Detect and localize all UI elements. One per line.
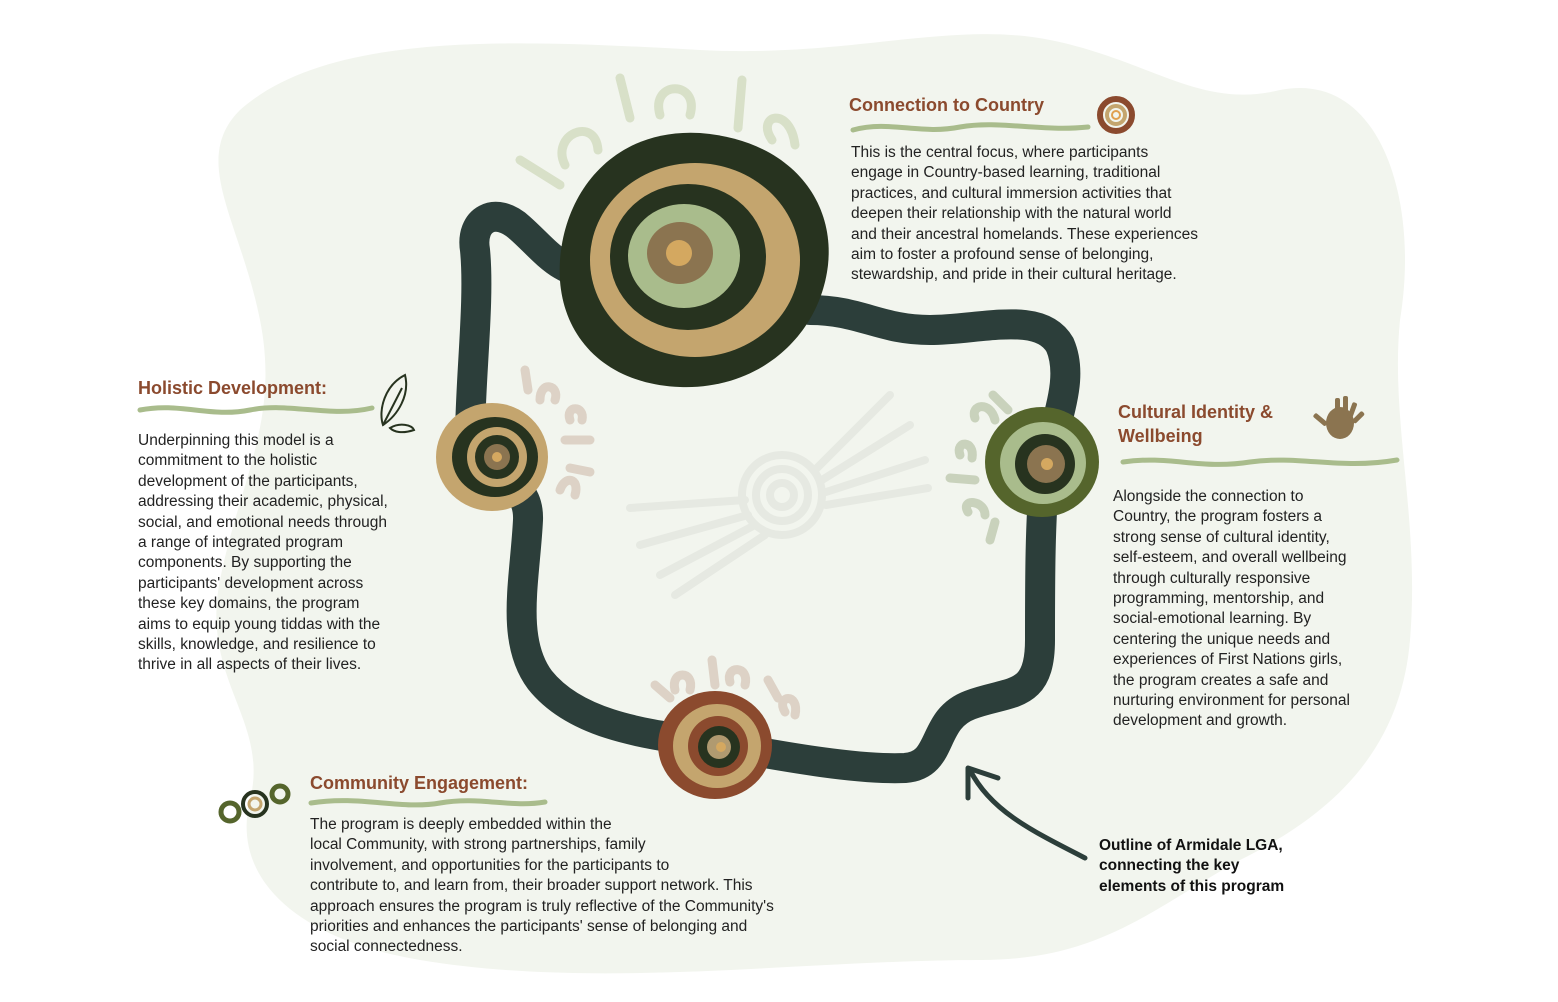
- text-line: Underpinning this model is a: [138, 432, 334, 449]
- text-line: centering the unique needs and: [1113, 630, 1331, 648]
- text-line: participants' development across: [138, 574, 364, 592]
- community-engagement-title: Community Engagement:: [310, 773, 529, 793]
- text-line: development and growth.: [1113, 712, 1288, 730]
- armidale-lga-outline: [455, 201, 1081, 784]
- title-line: Wellbeing: [1118, 426, 1203, 446]
- text-line: connecting the key: [1099, 857, 1240, 875]
- holistic-development-text: Underpinning this model is a commitment t…: [138, 431, 388, 676]
- text-line: social connectedness.: [310, 938, 463, 956]
- faint-sun-motif: [626, 391, 932, 599]
- connection-to-country-text: This is the central focus, where partici…: [851, 143, 1198, 286]
- connection-to-country-circle: [559, 132, 829, 388]
- text-line: local Community, with strong partnership…: [310, 836, 646, 854]
- text-line: a range of integrated program: [138, 534, 344, 552]
- hand-icon: [1313, 396, 1365, 439]
- text-line: commitment to the holistic: [138, 452, 318, 470]
- text-line: priorities and enhances the participants…: [310, 918, 748, 936]
- text-line: social-emotional learning. By: [1113, 610, 1312, 628]
- text-line: involvement, and opportunities for the p…: [310, 856, 670, 874]
- connection-to-country-title: Connection to Country: [849, 95, 1044, 115]
- holistic-development-title: Holistic Development:: [138, 378, 328, 398]
- leaf-icon: [380, 373, 416, 434]
- text-line: elements of this program: [1099, 877, 1285, 895]
- background-blob: [216, 34, 1413, 974]
- text-line: these key domains, the program: [138, 595, 360, 613]
- text-line: engage in Country-based learning, tradit…: [851, 164, 1161, 182]
- u-shape-motifs: [515, 73, 1013, 720]
- text-line: the program creates a safe and: [1113, 671, 1329, 689]
- title-line: Cultural Identity &: [1118, 402, 1274, 422]
- text-line: and their ancestral homelands. These exp…: [851, 225, 1198, 243]
- community-circles-icon: [218, 783, 291, 824]
- text-line: thrive in all aspects of their lives.: [138, 656, 362, 674]
- text-line: The program is deeply embedded within th…: [310, 816, 612, 833]
- text-line: strong sense of cultural identity,: [1113, 528, 1330, 546]
- annotation-arrow: [965, 765, 1088, 861]
- text-line: skills, knowledge, and resilience to: [138, 636, 376, 654]
- text-line: aim to foster a profound sense of belong…: [851, 246, 1154, 264]
- text-line: nurturing environment for personal: [1113, 692, 1350, 710]
- text-line: Country, the program fosters a: [1113, 508, 1323, 526]
- text-line: social, and emotional needs through: [138, 513, 388, 531]
- text-line: through culturally responsive: [1113, 569, 1311, 587]
- armidale-annotation: Outline of Armidale LGA, connecting the k…: [1099, 836, 1284, 897]
- text-line: approach ensures the program is truly re…: [310, 897, 774, 915]
- target-icon: [1097, 96, 1135, 134]
- community-engagement-circle: [658, 691, 772, 799]
- text-line: practices, and cultural immersion activi…: [851, 184, 1172, 202]
- text-line: This is the central focus, where partici…: [851, 144, 1149, 161]
- text-line: development of the participants,: [138, 472, 358, 490]
- text-line: Alongside the connection to: [1113, 488, 1304, 505]
- text-line: deepen their relationship with the natur…: [851, 205, 1172, 223]
- text-line: Outline of Armidale LGA,: [1099, 837, 1283, 854]
- text-line: self-esteem, and overall wellbeing: [1113, 549, 1347, 567]
- text-line: addressing their academic, physical,: [138, 493, 388, 511]
- cultural-identity-circle: [985, 407, 1099, 517]
- text-line: aims to equip young tiddas with the: [138, 615, 381, 633]
- holistic-development-circle: [436, 403, 548, 511]
- wave-underlines: [137, 122, 1400, 808]
- text-line: programming, mentorship, and: [1113, 590, 1325, 608]
- text-line: contribute to, and learn from, their bro…: [310, 877, 753, 895]
- text-line: experiences of First Nations girls,: [1113, 651, 1343, 669]
- cultural-identity-text: Alongside the connection to Country, the …: [1113, 487, 1350, 732]
- text-line: components. By supporting the: [138, 554, 352, 572]
- community-engagement-text: The program is deeply embedded within th…: [310, 815, 774, 958]
- text-line: stewardship, and pride in their cultural…: [851, 266, 1177, 284]
- cultural-identity-title: Cultural Identity & Wellbeing: [1118, 400, 1273, 448]
